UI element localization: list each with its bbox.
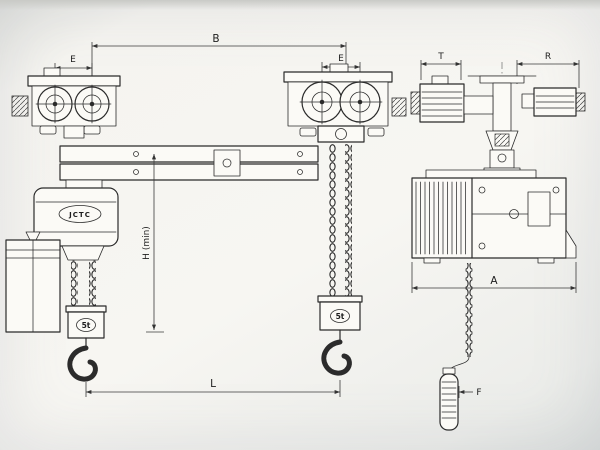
- anti-drop-lug: [367, 127, 385, 137]
- trolley-side-assembly: [410, 75, 586, 169]
- chain-guide: [61, 245, 105, 261]
- dimension-r: R: [516, 52, 580, 88]
- cover-bolt: [478, 242, 486, 250]
- suspension-hanger: [63, 125, 85, 139]
- dim-label-l: L: [210, 378, 216, 390]
- front-view: B E E: [5, 33, 407, 397]
- suspension-beam: [59, 145, 319, 181]
- load-chain: [89, 260, 96, 306]
- load-chain: [345, 144, 352, 296]
- clevis-pin: [497, 153, 507, 163]
- brand-logo-text: JCTC: [68, 211, 91, 219]
- hoist-body-front: JCTC: [33, 179, 119, 261]
- motor-end-cap: [410, 91, 421, 115]
- beam-lower-plate: [59, 163, 319, 181]
- beam-bolt: [297, 151, 303, 157]
- suspension-pin-block: [494, 133, 510, 147]
- dim-label-r: R: [545, 52, 551, 62]
- dimension-a: A: [411, 262, 577, 293]
- end-stop-left: [11, 95, 29, 117]
- control-cover: [527, 191, 551, 227]
- pendant-assembly: [439, 263, 473, 431]
- chain-suspension-housing: [317, 125, 365, 143]
- motor-fins: [421, 91, 463, 117]
- trolley-top-plate: [27, 75, 121, 87]
- body-foot: [423, 257, 441, 264]
- beam-bolt: [133, 151, 139, 157]
- trolley-left: [11, 67, 121, 139]
- pendant-chain: [465, 263, 473, 357]
- anti-drop-lug: [39, 125, 57, 135]
- dimension-t: T: [420, 52, 462, 80]
- hook-block-top-plate: [317, 295, 363, 303]
- load-hook: [67, 345, 98, 382]
- pendant-cap: [442, 367, 456, 375]
- chain-container: [5, 231, 61, 333]
- suspension-pin: [335, 128, 347, 140]
- gear-boss: [509, 209, 519, 219]
- trolley-right: [283, 63, 407, 143]
- motor-junction-box: [431, 75, 449, 85]
- clevis: [489, 149, 515, 169]
- capacity-label-left: 5t: [82, 321, 91, 330]
- wheel-profile: [492, 82, 512, 132]
- dimension-l: L: [85, 378, 341, 397]
- hoist-body-side: [411, 167, 577, 264]
- shaft-coupling: [521, 93, 535, 109]
- chain-fall-left: 5t: [65, 260, 107, 382]
- dim-label-h-min: H (min): [142, 226, 152, 260]
- cover-bolt: [478, 186, 486, 194]
- dim-label-b: B: [212, 33, 219, 45]
- beam-clamp: [329, 63, 349, 73]
- dimension-f: F: [458, 386, 482, 398]
- body-foot: [537, 257, 555, 264]
- end-stop-right: [391, 97, 407, 117]
- anti-drop-lug: [299, 127, 317, 137]
- hook-block-top-plate: [65, 305, 107, 313]
- joint-bolt: [222, 158, 232, 168]
- chain-fall-right: 5t: [317, 144, 363, 376]
- capacity-badge: [330, 309, 350, 323]
- trolley-top-plate: [283, 71, 393, 83]
- brake-end-cap: [575, 92, 586, 112]
- anti-drop-lug: [83, 125, 101, 135]
- dim-label-f: F: [476, 388, 481, 398]
- beam-joint-block: [213, 149, 241, 177]
- dim-label-t: T: [437, 52, 444, 62]
- gear-bracket: [463, 95, 494, 115]
- beam-clamp: [43, 67, 61, 77]
- chamfer-corner: [565, 229, 577, 259]
- pendant-control: [439, 373, 459, 431]
- dim-label-e-left: E: [70, 55, 76, 65]
- beam-bolt: [297, 169, 303, 175]
- dim-label-e-right: E: [338, 54, 344, 64]
- wheel-crosshairs: [35, 84, 112, 124]
- housing-seams: [35, 201, 117, 233]
- load-chain: [71, 260, 78, 306]
- dim-label-a: A: [490, 275, 498, 287]
- load-hook: [321, 339, 352, 376]
- dimension-h-min: H (min): [142, 154, 164, 333]
- motor-cooling-fins: [415, 181, 466, 255]
- dimension-b: B: [91, 33, 347, 76]
- capacity-badge: [76, 318, 96, 332]
- load-chain: [329, 144, 336, 296]
- pendant-grip-ribs: [441, 381, 457, 419]
- brand-badge: [58, 205, 102, 223]
- container-detail-lines: [5, 239, 61, 333]
- beam-bolt: [133, 169, 139, 175]
- wheel-crosshairs: [299, 79, 383, 125]
- beam-flange: [479, 75, 525, 84]
- beam-upper-plate: [59, 145, 319, 163]
- capacity-label-right: 5t: [336, 312, 345, 321]
- side-view: T R: [410, 52, 586, 431]
- body-top-plate: [425, 169, 537, 179]
- cover-bolt: [552, 186, 560, 194]
- hoist-top-lug: [65, 179, 103, 189]
- brake-motor-fins: [535, 95, 575, 109]
